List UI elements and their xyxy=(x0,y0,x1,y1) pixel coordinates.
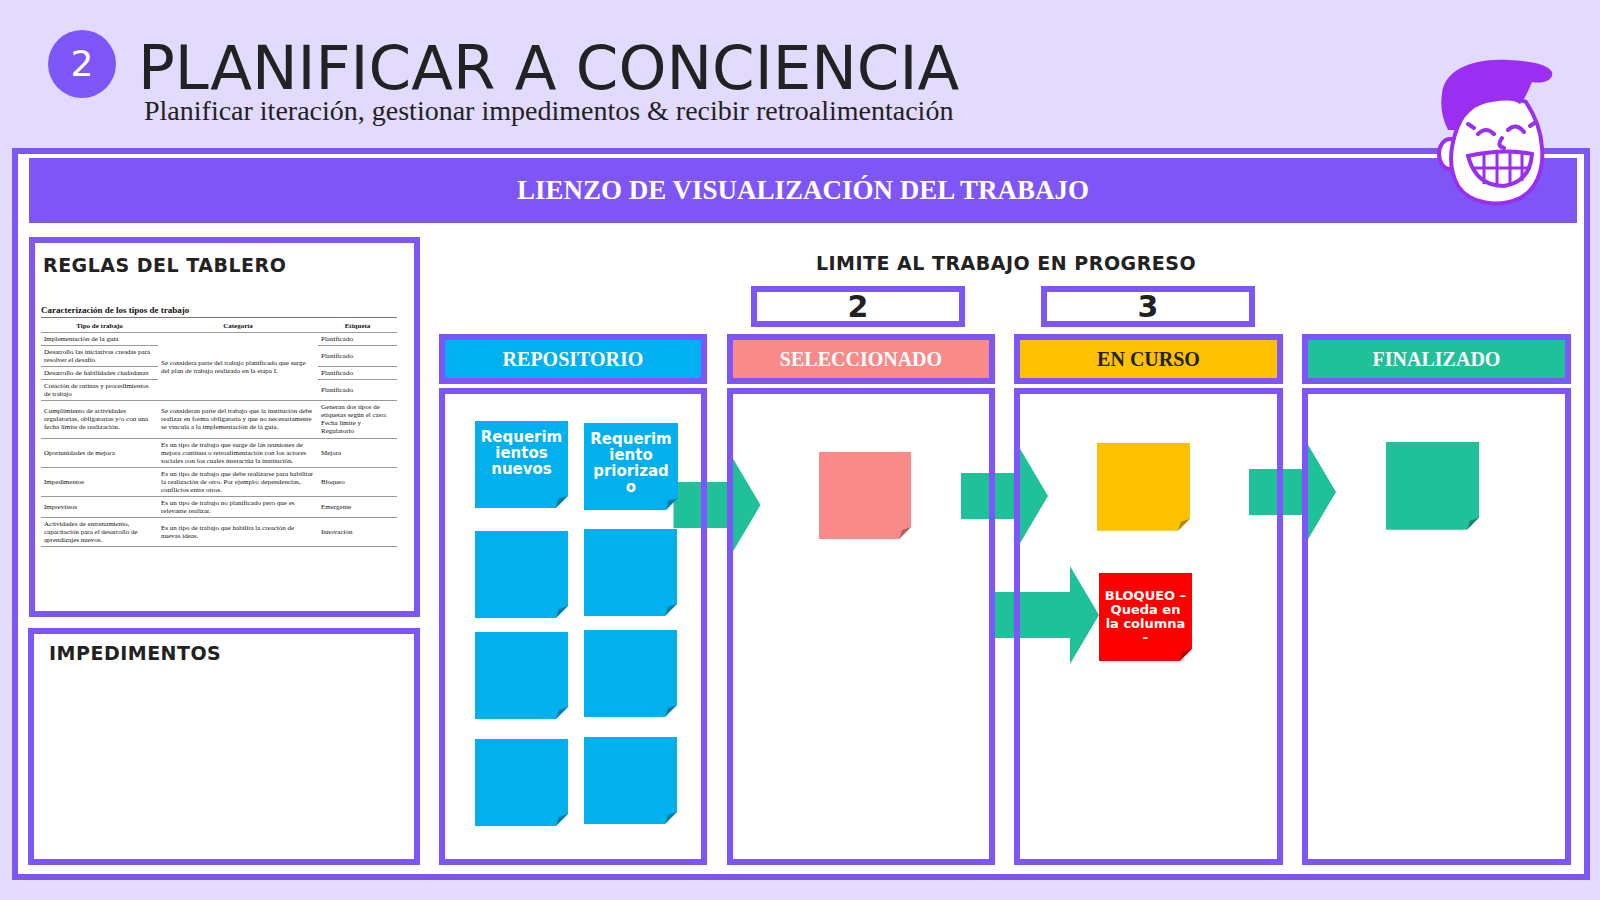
column-title: EN CURSO xyxy=(1097,348,1200,371)
wip-limit-box: 2 xyxy=(751,286,965,327)
rules-panel: REGLAS DEL TABLERO Caracterización de los… xyxy=(29,237,420,617)
kanban-column: SELECCIONADO xyxy=(727,334,995,865)
band-title: LIENZO DE VISUALIZACIÓN DEL TRABAJO xyxy=(517,175,1089,206)
subtitle-area: Planificar iteración, gestionar impedime… xyxy=(144,95,953,127)
table-cell: Planificado xyxy=(318,346,397,367)
impediments-panel: IMPEDIMENTOS xyxy=(28,628,420,865)
laughing-face xyxy=(1439,60,1552,204)
table-cell: Se consideran parte del trabajo que la i… xyxy=(158,401,318,438)
step-badge: 2 xyxy=(48,30,116,98)
blank-sticky xyxy=(475,531,568,618)
band-title-area: LIENZO DE VISUALIZACIÓN DEL TRABAJO xyxy=(29,158,1577,223)
badge-number: 2 xyxy=(71,46,94,82)
sticky-note: Requerimientos nuevos xyxy=(475,421,568,508)
column-title: FINALIZADO xyxy=(1373,348,1501,371)
kanban-column: REPOSITORIO Requerimientos nuevos Requerim… xyxy=(439,334,707,865)
table-cell: Implementación de la guía xyxy=(41,333,158,346)
column-header: EN CURSO xyxy=(1014,334,1283,384)
table-cell: Oportunidades de mejora xyxy=(41,438,158,467)
table-row: Implementación de la guíaSe considera pa… xyxy=(41,333,397,346)
table-cell: Impedimentos xyxy=(41,467,158,496)
table-row: Actividades de entrenamiento, capacitaci… xyxy=(41,517,397,546)
in-progress-sticky xyxy=(1097,443,1190,531)
table-header-cell: Etiqueta xyxy=(318,320,397,333)
table-row: Creación de rutinas y procedimientos de … xyxy=(41,380,397,401)
sticky-text: Requerimientos nuevos xyxy=(480,429,563,477)
table-cell: Creación de rutinas y procedimientos de … xyxy=(41,380,158,401)
column-body xyxy=(727,388,995,865)
blank-sticky xyxy=(584,529,677,616)
page-title: PLANIFICAR A CONCIENCIA xyxy=(138,32,959,103)
column-header: FINALIZADO xyxy=(1302,334,1571,384)
face-hair xyxy=(1441,60,1552,130)
canvas-panel: LIENZO DE VISUALIZACIÓN DEL TRABAJO REGLA… xyxy=(12,148,1590,880)
table-caption: Caracterización de los tipos de trabajo xyxy=(41,305,397,318)
flow-arrow xyxy=(961,447,1048,545)
done-sticky xyxy=(1386,442,1479,530)
panel-heading: IMPEDIMENTOS xyxy=(49,642,221,664)
table-cell: Actividades de entrenamiento, capacitaci… xyxy=(41,517,158,546)
column-title: REPOSITORIO xyxy=(503,348,644,371)
panel-heading: REGLAS DEL TABLERO xyxy=(43,254,286,276)
wip-limit-number: 2 xyxy=(848,292,869,322)
wip-heading: LIMITE AL TRABAJO EN PROGRESO xyxy=(816,252,1196,274)
table-cell: Imprevistos xyxy=(41,496,158,517)
flow-arrow xyxy=(674,456,761,554)
table-cell: Mejora xyxy=(318,438,397,467)
sticky-text: BLOQUEO – Queda en la columna - xyxy=(1104,589,1187,645)
panel-heading-area: REGLAS DEL TABLERO xyxy=(43,254,286,276)
table-header-cell: Categoría xyxy=(158,320,318,333)
kanban-column: FINALIZADO xyxy=(1302,334,1571,865)
table-header-row: Tipo de trabajoCategoríaEtiqueta xyxy=(41,320,397,333)
wip-heading-area: LIMITE AL TRABAJO EN PROGRESO xyxy=(706,252,1306,274)
table-cell: Se considera parte del trabajo planifica… xyxy=(158,333,318,401)
table-caption-area: Caracterización de los tipos de trabajo xyxy=(41,305,397,318)
table-cell: Planificado xyxy=(318,367,397,380)
title-area: PLANIFICAR A CONCIENCIA xyxy=(138,32,959,103)
table-cell: Innovación xyxy=(318,517,397,546)
table-row: Oportunidades de mejoraEs un tipo de tra… xyxy=(41,438,397,467)
face-teeth xyxy=(1472,152,1529,186)
table-cell: Planificado xyxy=(318,333,397,346)
flow-arrow xyxy=(1249,443,1336,541)
table-cell: Desarrollo las iniciativas creadas para … xyxy=(41,346,158,367)
table-row: ImprevistosEs un tipo de trabajo no plan… xyxy=(41,496,397,517)
wip-limit-box: 3 xyxy=(1041,286,1255,327)
face-mouth xyxy=(1468,151,1532,186)
table-row: ImpedimentosEs un tipo de trabajo que de… xyxy=(41,467,397,496)
face-head xyxy=(1451,99,1542,204)
face-eyes xyxy=(1468,122,1536,148)
sticky-note: Requerimiento priorizado xyxy=(584,423,678,510)
title-band xyxy=(29,158,1577,223)
table-cell: Es un tipo de trabajo que habilita la cr… xyxy=(158,517,318,546)
table-header-cell: Tipo de trabajo xyxy=(41,320,158,333)
table-cell: Es un tipo de trabajo no planificado per… xyxy=(158,496,318,517)
blank-sticky xyxy=(584,737,677,824)
kanban-column: EN CURSO BLOQUEO – Queda en la columna - xyxy=(1014,334,1283,865)
column-header: REPOSITORIO xyxy=(439,334,707,384)
table-cell: Planificado xyxy=(318,380,397,401)
table-cell: Cumplimiento de actividades regulatorias… xyxy=(41,401,158,438)
column-title: SELECCIONADO xyxy=(780,348,942,371)
table-row: Cumplimiento de actividades regulatorias… xyxy=(41,401,397,438)
work-type-table: Tipo de trabajoCategoríaEtiquetaImplemen… xyxy=(41,320,397,547)
table-cell: Emergente xyxy=(318,496,397,517)
subtitle: Planificar iteración, gestionar impedime… xyxy=(144,95,953,126)
selected-sticky xyxy=(819,452,911,539)
blank-sticky xyxy=(584,630,677,717)
column-body xyxy=(1302,388,1571,865)
sticky-text: Requerimiento priorizado xyxy=(589,431,673,495)
table-cell: Bloqueo xyxy=(318,467,397,496)
wip-limit-number: 3 xyxy=(1138,292,1159,322)
blank-sticky xyxy=(475,632,568,719)
table-cell: Es un tipo de trabajo que debe realizars… xyxy=(158,467,318,496)
panel-heading-area: IMPEDIMENTOS xyxy=(49,642,221,664)
table-cell: Es un tipo de trabajo que surge de las r… xyxy=(158,438,318,467)
blocked-sticky: BLOQUEO – Queda en la columna - xyxy=(1099,573,1192,661)
flow-arrow xyxy=(995,566,1099,664)
table-cell: Desarrollo de habilidades ciudadanas xyxy=(41,367,158,380)
column-header: SELECCIONADO xyxy=(727,334,995,384)
table-cell: Generan dos tipos de etiquetas según el … xyxy=(318,401,397,438)
blank-sticky xyxy=(475,739,568,826)
